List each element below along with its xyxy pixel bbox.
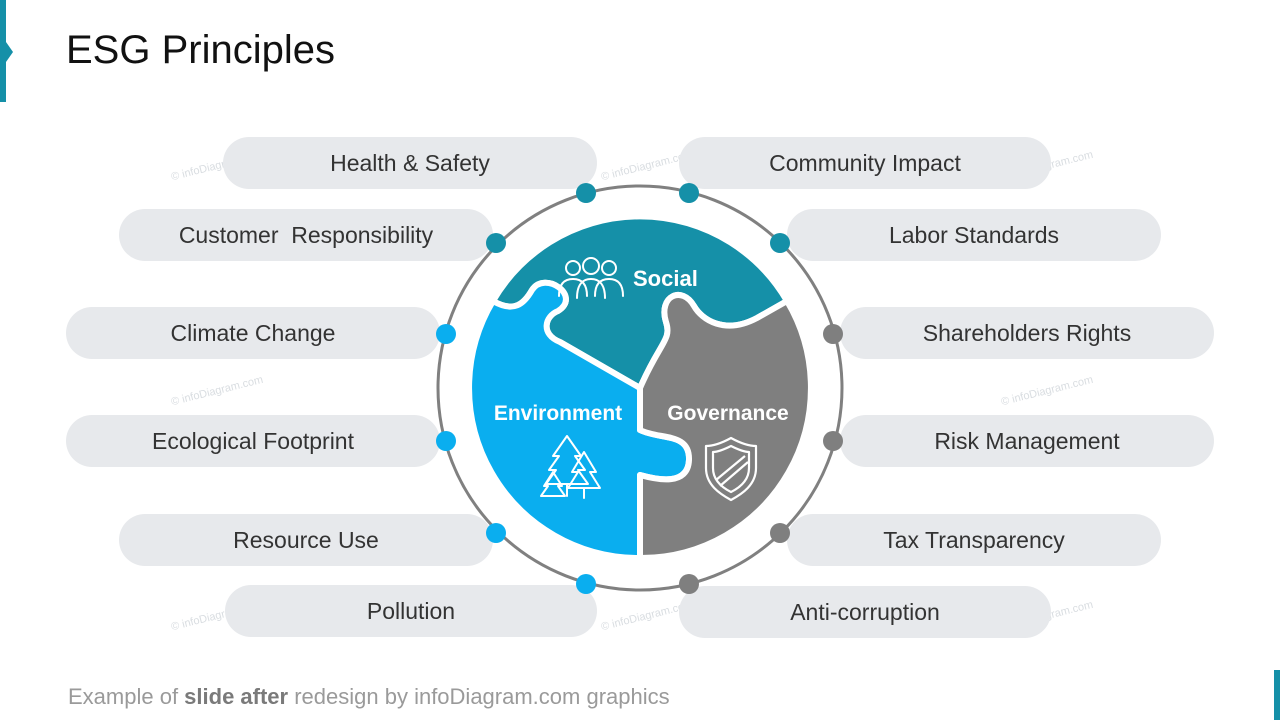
item-tax-transparency: Tax Transparency xyxy=(787,514,1161,566)
dot-pollution xyxy=(576,574,596,594)
dot-resource-use xyxy=(486,523,506,543)
governance-segment xyxy=(637,292,814,562)
item-resource-use: Resource Use xyxy=(119,514,493,566)
item-risk-management: Risk Management xyxy=(840,415,1214,467)
environment-label: Environment xyxy=(494,402,622,425)
dot-risk-management xyxy=(823,431,843,451)
item-pollution: Pollution xyxy=(225,585,597,637)
dot-tax-transparency xyxy=(770,523,790,543)
item-labor-standards: Labor Standards xyxy=(787,209,1161,261)
dot-health-safety xyxy=(576,183,596,203)
dot-customer-responsibility xyxy=(486,233,506,253)
footer-credit: Example of slide after redesign by infoD… xyxy=(68,684,670,710)
item-shareholders-rights: Shareholders Rights xyxy=(840,307,1214,359)
people-group-icon xyxy=(558,257,624,299)
corner-tab xyxy=(1274,670,1280,720)
dot-anti-corruption xyxy=(679,574,699,594)
footer-suffix: redesign by infoDiagram.com graphics xyxy=(288,684,670,709)
item-customer-responsibility: Customer Responsibility xyxy=(119,209,493,261)
dot-climate-change xyxy=(436,324,456,344)
item-anti-corruption: Anti-corruption xyxy=(679,586,1051,638)
dot-ecological-footprint xyxy=(436,431,456,451)
shield-icon xyxy=(704,436,758,502)
footer-bold: slide after xyxy=(184,684,289,709)
item-health-safety: Health & Safety xyxy=(223,137,597,189)
item-ecological-footprint: Ecological Footprint xyxy=(66,415,440,467)
social-label: Social xyxy=(633,266,698,291)
dot-community-impact xyxy=(679,183,699,203)
footer-prefix: Example of xyxy=(68,684,185,709)
accent-notch xyxy=(6,42,13,62)
trees-icon xyxy=(540,435,601,499)
dot-shareholders-rights xyxy=(823,324,843,344)
item-climate-change: Climate Change xyxy=(66,307,440,359)
item-community-impact: Community Impact xyxy=(679,137,1051,189)
page-title: ESG Principles xyxy=(66,28,335,72)
accent-bar xyxy=(0,0,6,102)
dot-labor-standards xyxy=(770,233,790,253)
governance-label: Governance xyxy=(667,402,788,425)
connector-dots xyxy=(436,183,843,594)
